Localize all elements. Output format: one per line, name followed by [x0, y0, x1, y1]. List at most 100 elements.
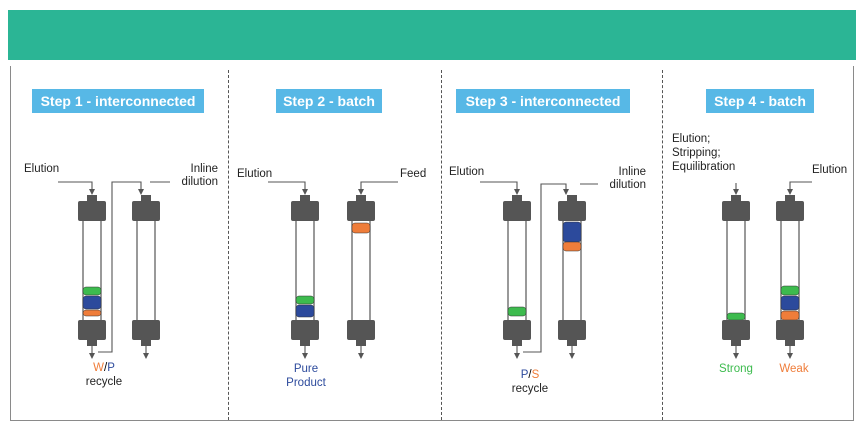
- step-2-title: Step 2 - batch: [276, 89, 382, 113]
- chromatography-column: [503, 195, 531, 346]
- label-line: Inline: [190, 163, 219, 175]
- column-top-cap: [78, 201, 106, 221]
- label-line: dilution: [609, 179, 646, 191]
- label-line: Stripping;: [672, 147, 721, 159]
- column-bottom-cap: [291, 320, 319, 340]
- column-bottom-nozzle: [785, 340, 795, 346]
- resin-band: [780, 310, 800, 321]
- flow-line: [523, 183, 569, 353]
- resin-band: [507, 306, 527, 317]
- column-bottom-cap: [722, 320, 750, 340]
- column-bottom-cap: [558, 320, 586, 340]
- column-top-cap: [722, 201, 750, 221]
- resin-band: [780, 285, 800, 296]
- flow-line: [58, 181, 95, 195]
- column-top-cap: [291, 201, 319, 221]
- column-bottom-nozzle: [87, 340, 97, 346]
- step-4-title: Step 4 - batch: [706, 89, 814, 113]
- column-top-cap: [558, 201, 586, 221]
- column-top-nozzle: [731, 195, 741, 201]
- flow-line: [268, 181, 308, 195]
- column-bottom-cap: [132, 320, 160, 340]
- outcome-line: W/P: [80, 361, 128, 375]
- step-2-feed-label: Feed: [400, 168, 427, 180]
- step-3-elution-label: Elution: [449, 166, 485, 178]
- resin-band: [351, 222, 371, 234]
- column-bottom-nozzle: [356, 340, 366, 346]
- chromatography-column: [78, 195, 106, 346]
- column-top-nozzle: [300, 195, 310, 201]
- step-1-outcome: W/P recycle: [80, 361, 128, 389]
- column-top-nozzle: [356, 195, 366, 201]
- outcome-line: Pure: [293, 363, 319, 375]
- chromatography-column: [132, 195, 160, 346]
- label-line: Elution;: [672, 133, 711, 145]
- resin-band: [780, 295, 800, 311]
- outcome-line: Product: [286, 377, 326, 389]
- column-bottom-cap: [347, 320, 375, 340]
- product-letter: P: [520, 369, 529, 381]
- flow-line: [787, 181, 812, 195]
- step-2-elution-label: Elution: [237, 168, 273, 180]
- column-bottom-nozzle: [512, 340, 522, 346]
- step-divider: [441, 70, 442, 420]
- step-4-elution-label: Elution: [812, 164, 848, 176]
- resin-band: [562, 241, 582, 252]
- label-line: Inline: [618, 166, 647, 178]
- flow-line: [98, 181, 144, 353]
- step-1-title: Step 1 - interconnected: [32, 89, 204, 113]
- resin-band: [295, 295, 315, 305]
- chromatography-column: [291, 195, 319, 346]
- step-4-strong-outcome: Strong: [719, 363, 753, 375]
- slash: /: [528, 369, 532, 381]
- column-bottom-nozzle: [731, 340, 741, 346]
- step-3-inline-dilution-label: Inline dilution: [594, 166, 646, 192]
- product-letter: P: [107, 362, 115, 374]
- waste-letter: W: [93, 362, 104, 374]
- column-top-nozzle: [785, 195, 795, 201]
- column-top-cap: [503, 201, 531, 221]
- resin-band: [82, 309, 102, 317]
- column-top-nozzle: [87, 195, 97, 201]
- step-3-outcome: P/S recycle: [506, 368, 554, 396]
- column-top-cap: [347, 201, 375, 221]
- chromatography-column: [558, 195, 586, 346]
- column-top-cap: [132, 201, 160, 221]
- resin-band: [562, 221, 582, 243]
- resin-band: [295, 304, 315, 318]
- chromatography-column: [722, 195, 750, 346]
- step-1-elution-label: Elution: [24, 163, 60, 175]
- step-4-elution-stripping-label: Elution; Stripping; Equilibration: [672, 132, 735, 174]
- column-top-nozzle: [141, 195, 151, 201]
- resin-band: [82, 295, 102, 310]
- label-line: Equilibration: [672, 161, 736, 173]
- strong-letter: S: [531, 369, 540, 381]
- step-1-inline-dilution-label: Inline dilution: [166, 163, 218, 189]
- step-2-outcome: Pure Product: [278, 362, 334, 390]
- outcome-line: recycle: [85, 376, 123, 388]
- diagram-frame: [10, 66, 854, 421]
- resin-band: [82, 286, 102, 296]
- column-top-nozzle: [567, 195, 577, 201]
- slash: /: [103, 362, 108, 374]
- column-bottom-nozzle: [300, 340, 310, 346]
- flow-line: [358, 181, 398, 195]
- chromatography-column: [347, 195, 375, 346]
- chromatography-column: [776, 195, 804, 346]
- resin-band: [726, 312, 746, 321]
- step-divider: [228, 70, 229, 420]
- column-bottom-cap: [503, 320, 531, 340]
- column-bottom-cap: [78, 320, 106, 340]
- flow-line: [480, 181, 520, 195]
- column-bottom-nozzle: [141, 340, 151, 346]
- label-line: dilution: [181, 176, 218, 188]
- header-banner: [8, 10, 856, 60]
- column-bottom-cap: [776, 320, 804, 340]
- outcome-line: P/S: [506, 368, 554, 382]
- step-4-weak-outcome: Weak: [779, 363, 809, 375]
- step-3-title: Step 3 - interconnected: [456, 89, 630, 113]
- column-bottom-nozzle: [567, 340, 577, 346]
- column-top-nozzle: [512, 195, 522, 201]
- column-top-cap: [776, 201, 804, 221]
